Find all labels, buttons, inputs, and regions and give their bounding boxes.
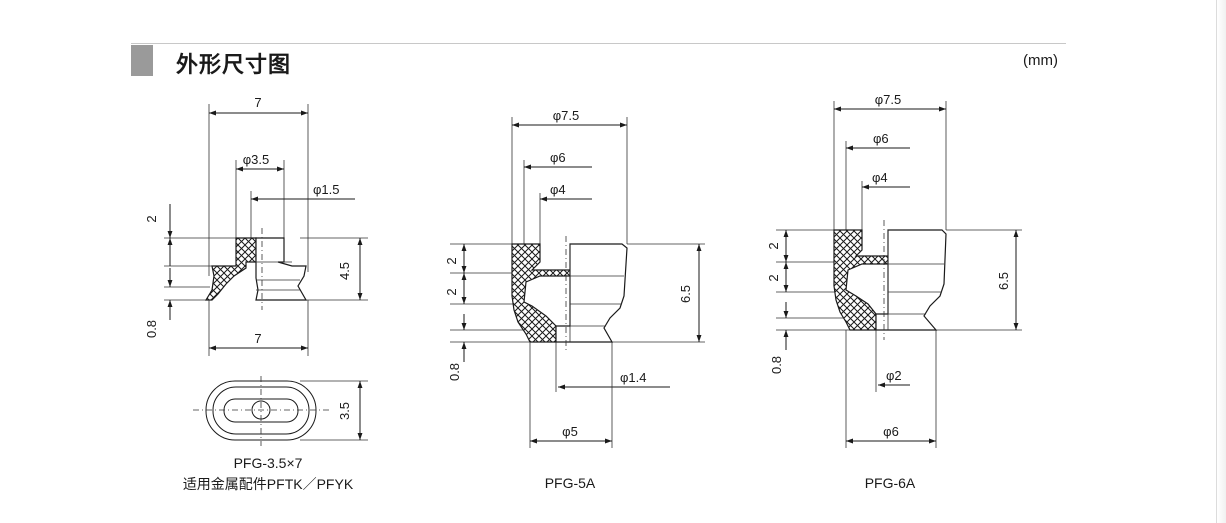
dim-h1: 2 (444, 257, 459, 264)
header-marker (131, 45, 153, 76)
dim-d2: φ1.5 (313, 182, 340, 197)
caption-pfg-3-5x7-fitting: 适用金属配件PFTK／PFYK (182, 476, 354, 492)
dim-oval-height: 3.5 (337, 402, 352, 420)
dim-d-bottom: φ6 (883, 424, 899, 439)
caption-pfg-3-5x7: PFG-3.5×7 (233, 455, 303, 471)
model-pfg-5a: φ7.5 φ6 φ4 2 2 0.8 6.5 φ1.4 (444, 108, 705, 448)
dim-d-outer: φ7.5 (553, 108, 580, 123)
dim-d1: φ3.5 (243, 152, 270, 167)
dim-h-total: 6.5 (996, 272, 1011, 290)
dim-h-top: 2 (144, 215, 159, 222)
dim-h-total: 6.5 (678, 285, 693, 303)
page-title: 外形尺寸图 (176, 52, 292, 77)
dim-h2: 2 (766, 274, 781, 281)
dim-h-total: 4.5 (337, 262, 352, 280)
dim-h-lip: 0.8 (769, 356, 784, 374)
dim-d-mid: φ6 (550, 150, 566, 165)
page-edge (1216, 0, 1226, 523)
dim-bottom-width: 7 (254, 331, 261, 346)
dim-d-hole: φ2 (886, 368, 902, 383)
dim-d-mid: φ6 (873, 131, 889, 146)
dim-d-bottom: φ5 (562, 424, 578, 439)
dim-h-lip: 0.8 (144, 320, 159, 338)
dim-h-lip: 0.8 (447, 363, 462, 381)
dim-d-inner: φ4 (872, 170, 888, 185)
header-rule (131, 43, 1066, 44)
caption-pfg-6a: PFG-6A (864, 475, 916, 491)
dim-d-inner: φ4 (550, 182, 566, 197)
dim-h1: 2 (766, 242, 781, 249)
dim-h2: 2 (444, 288, 459, 295)
dim-d-hole: φ1.4 (620, 370, 647, 385)
model-pfg-3-5x7: 7 φ3.5 φ1.5 2 0.8 4.5 7 (144, 95, 368, 446)
units-label: (mm) (1023, 52, 1058, 69)
dim-d-outer: φ7.5 (875, 92, 902, 107)
caption-pfg-5a: PFG-5A (544, 475, 596, 491)
model-pfg-6a: φ7.5 φ6 φ4 2 2 0.8 6.5 φ2 (766, 92, 1022, 448)
dim-top-width: 7 (254, 95, 261, 110)
